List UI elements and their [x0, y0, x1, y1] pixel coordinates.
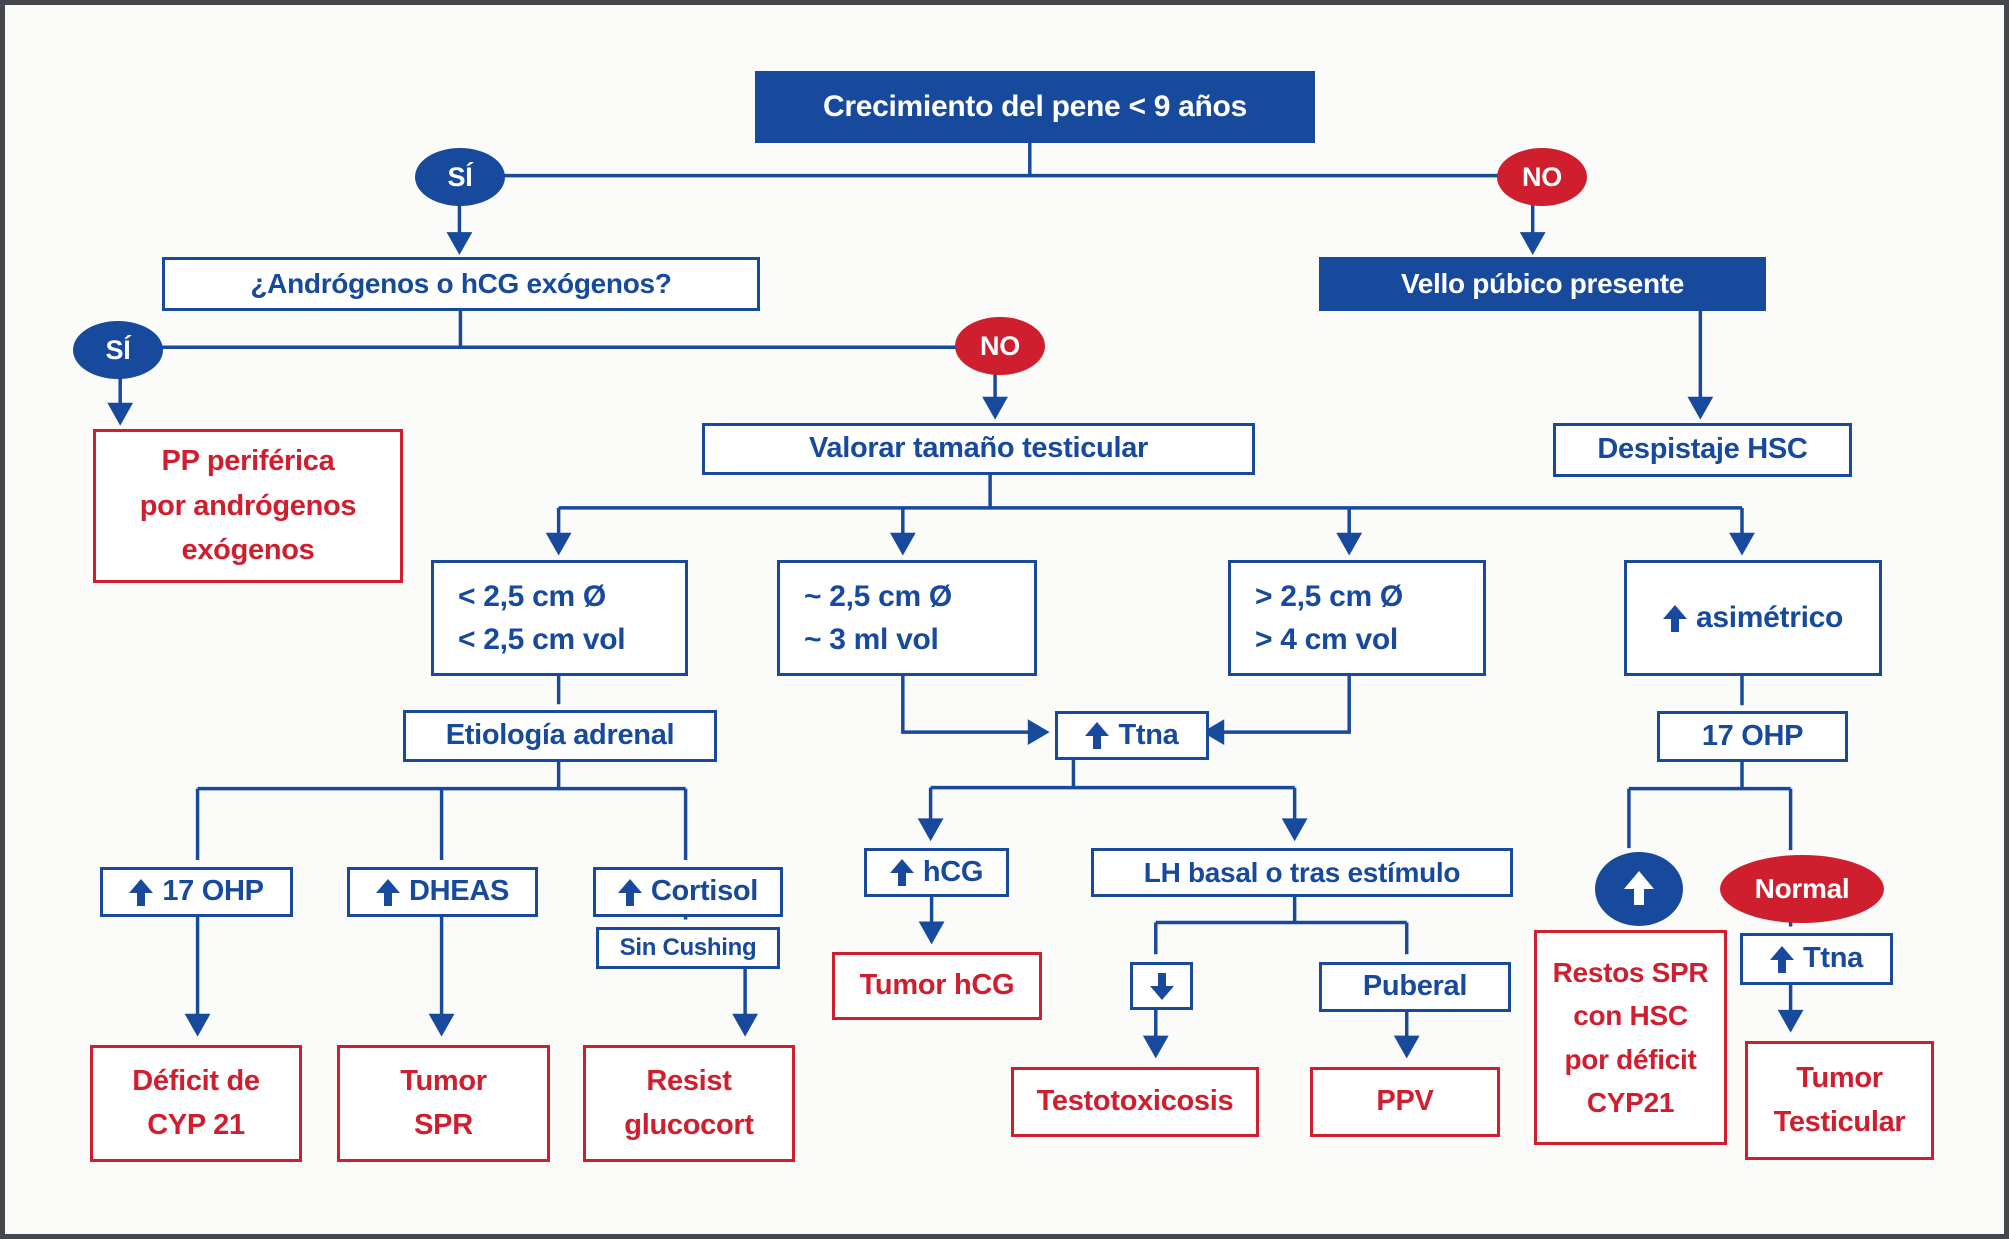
node-ttna2-label: Ttna	[1802, 942, 1863, 975]
size-gt25-line-1: > 2,5 cm Ø	[1255, 579, 1403, 613]
resist-line-1: Resist	[646, 1065, 732, 1097]
down-arrow-icon	[1149, 972, 1174, 1000]
node-etiologia-adrenal: Etiología adrenal	[403, 710, 717, 762]
node-17ohp-elevated: 17 OHP	[100, 867, 293, 917]
node-tumor-hcg: Tumor hCG	[832, 952, 1042, 1020]
node-cortisol-label: Cortisol	[650, 875, 759, 908]
decision-no-1: NO	[1497, 148, 1587, 206]
decision-normal: Normal	[1720, 855, 1884, 923]
node-despistaje-label: Despistaje HSC	[1597, 433, 1808, 466]
node-tumor-hcg-label: Tumor hCG	[859, 969, 1015, 1002]
node-17ohp-right-label: 17 OHP	[1701, 719, 1804, 752]
pp-line-2: por andrógenos	[139, 489, 357, 522]
node-ttna-elevated: Ttna	[1055, 711, 1209, 760]
decision-si-2: SÍ	[73, 321, 163, 379]
arrowhead-icons	[107, 232, 1804, 1059]
node-restos-spr: Restos SPR con HSC por déficit CYP21	[1534, 930, 1727, 1145]
node-size-lt25: < 2,5 cm Ø < 2,5 cm vol	[431, 560, 688, 676]
tumor-testicular-line-2: Testicular	[1773, 1105, 1906, 1138]
node-androgenos-question: ¿Andrógenos o hCG exógenos?	[162, 257, 760, 311]
tumor-spr-line-2: SPR	[414, 1108, 473, 1141]
node-valorar-label: Valorar tamaño testicular	[808, 432, 1149, 465]
node-testotoxicosis-label: Testotoxicosis	[1036, 1085, 1234, 1118]
decision-si-1: SÍ	[415, 148, 505, 206]
decision-no-2-label: NO	[980, 330, 1020, 361]
decision-elevated	[1595, 852, 1683, 926]
restos-line-4: CYP21	[1586, 1086, 1675, 1118]
node-vello-label: Vello púbico presente	[1400, 268, 1685, 300]
up-arrow-icon	[617, 878, 642, 906]
node-deficit-cyp21: Déficit de CYP 21	[90, 1045, 302, 1162]
node-tumor-testicular: Tumor Testicular	[1745, 1041, 1934, 1160]
node-vello-pubico: Vello púbico presente	[1319, 257, 1766, 311]
node-hcg-elevated: hCG	[864, 848, 1009, 897]
up-arrow-icon	[1085, 722, 1110, 749]
node-ppv: PPV	[1310, 1067, 1500, 1137]
restos-line-1: Restos SPR	[1552, 956, 1709, 988]
up-arrow-icon	[375, 878, 400, 906]
node-asimetrico-label: asimétrico	[1695, 600, 1844, 634]
decision-si-2-label: SÍ	[105, 334, 131, 365]
up-arrow-icon	[1662, 604, 1687, 632]
node-resist-glucocort: Resist glucocort	[583, 1045, 795, 1162]
pp-line-3: exógenos	[181, 534, 315, 567]
node-dheas-label: DHEAS	[408, 875, 509, 908]
decision-normal-label: Normal	[1754, 873, 1850, 904]
size-gt25-line-2: > 4 cm vol	[1255, 623, 1398, 656]
up-arrow-icon	[129, 878, 154, 906]
node-pp-periferica: PP periférica por andrógenos exógenos	[93, 429, 403, 583]
node-lh-low	[1130, 962, 1193, 1010]
node-cortisol-elevated: Cortisol	[593, 867, 783, 917]
node-testotoxicosis: Testotoxicosis	[1011, 1067, 1259, 1137]
tumor-testicular-line-1: Tumor	[1796, 1062, 1883, 1094]
node-puberal-label: Puberal	[1362, 970, 1468, 1003]
up-arrow-icon	[1624, 871, 1654, 907]
restos-line-2: con HSC	[1573, 1000, 1688, 1032]
node-sin-cushing: Sin Cushing	[596, 927, 780, 969]
size-lt25-line-1: < 2,5 cm Ø	[458, 579, 606, 613]
up-arrow-icon	[889, 859, 914, 886]
node-sin-cushing-label: Sin Cushing	[619, 933, 757, 961]
node-size-gt25: > 2,5 cm Ø > 4 cm vol	[1228, 560, 1486, 676]
node-lh-label: LH basal o tras estímulo	[1143, 856, 1461, 888]
decision-no-1-label: NO	[1522, 161, 1562, 192]
resist-line-2: glucocort	[624, 1108, 754, 1141]
node-asimetrico: asimétrico	[1624, 560, 1882, 676]
node-title: Crecimiento del pene < 9 años	[755, 71, 1315, 143]
node-lh-basal: LH basal o tras estímulo	[1091, 848, 1513, 897]
node-17ohp-right: 17 OHP	[1657, 711, 1848, 762]
node-17ohp-label: 17 OHP	[162, 875, 264, 908]
deficit-line-2: CYP 21	[147, 1108, 245, 1141]
node-valorar-tamano: Valorar tamaño testicular	[702, 423, 1255, 475]
size-eq25-line-2: ~ 3 ml vol	[804, 623, 939, 656]
deficit-line-1: Déficit de	[132, 1065, 260, 1097]
connector-layer	[107, 141, 1804, 1059]
decision-si-1-label: SÍ	[447, 161, 473, 192]
node-tumor-spr: Tumor SPR	[337, 1045, 550, 1162]
node-ttna-label: Ttna	[1118, 718, 1179, 751]
decision-no-2: NO	[955, 317, 1045, 375]
size-eq25-line-1: ~ 2,5 cm Ø	[804, 579, 952, 613]
size-lt25-line-2: < 2,5 cm vol	[458, 623, 626, 656]
node-androgenos-label: ¿Andrógenos o hCG exógenos?	[250, 268, 672, 300]
node-ppv-label: PPV	[1376, 1085, 1434, 1118]
restos-line-3: por déficit	[1564, 1043, 1697, 1075]
tumor-spr-line-1: Tumor	[400, 1065, 487, 1097]
node-despistaje-hsc: Despistaje HSC	[1553, 423, 1852, 477]
node-hcg-label: hCG	[922, 855, 984, 888]
node-etiologia-label: Etiología adrenal	[445, 719, 675, 752]
node-puberal: Puberal	[1319, 962, 1511, 1012]
node-ttna2-elevated: Ttna	[1740, 933, 1893, 985]
node-dheas-elevated: DHEAS	[347, 867, 538, 917]
node-size-eq25: ~ 2,5 cm Ø ~ 3 ml vol	[777, 560, 1037, 676]
up-arrow-icon	[1769, 945, 1794, 973]
pp-line-1: PP periférica	[161, 444, 335, 477]
node-title-label: Crecimiento del pene < 9 años	[823, 89, 1247, 123]
